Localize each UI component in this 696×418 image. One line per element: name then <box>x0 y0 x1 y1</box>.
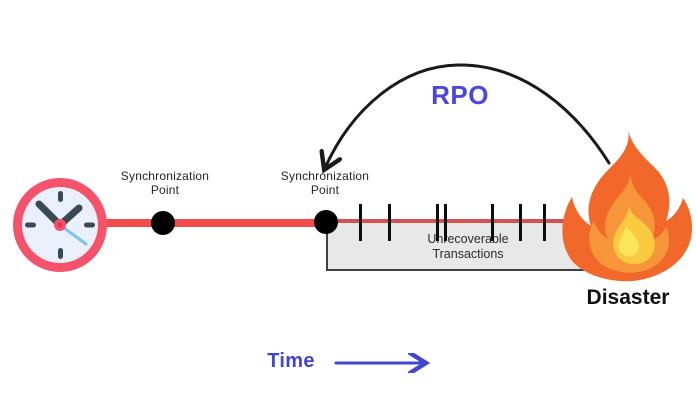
clock-icon-svg <box>13 178 107 272</box>
rpo-curved-arrow-icon <box>300 50 635 180</box>
unrecoverable-transactions-label: Unrecoverable Transactions <box>427 232 509 261</box>
transaction-tick <box>435 204 439 241</box>
time-label: Time <box>267 350 315 372</box>
sync-point-2-label: Synchronization Point <box>280 169 370 197</box>
sync-point-1-label: Synchronization Point <box>120 169 210 197</box>
transaction-tick <box>387 204 391 241</box>
disaster-label: Disaster <box>586 286 670 309</box>
timeline-main-segment <box>98 219 330 227</box>
time-arrow-icon <box>332 353 438 373</box>
transaction-tick <box>443 204 447 241</box>
transaction-tick <box>358 204 362 241</box>
rpo-label: RPO <box>431 80 489 110</box>
sync-point-1-dot <box>151 211 175 235</box>
fire-icon <box>558 126 696 282</box>
clock-icon <box>10 176 110 276</box>
fire-icon-svg <box>562 128 693 282</box>
rpo-arc-svg <box>300 63 611 180</box>
sync-point-2-dot <box>314 210 338 234</box>
transaction-tick <box>490 204 494 241</box>
time-arrow-svg <box>334 353 438 373</box>
timeline-unrecoverable-segment <box>326 219 576 223</box>
transaction-tick <box>518 204 522 241</box>
transaction-tick <box>542 204 546 241</box>
